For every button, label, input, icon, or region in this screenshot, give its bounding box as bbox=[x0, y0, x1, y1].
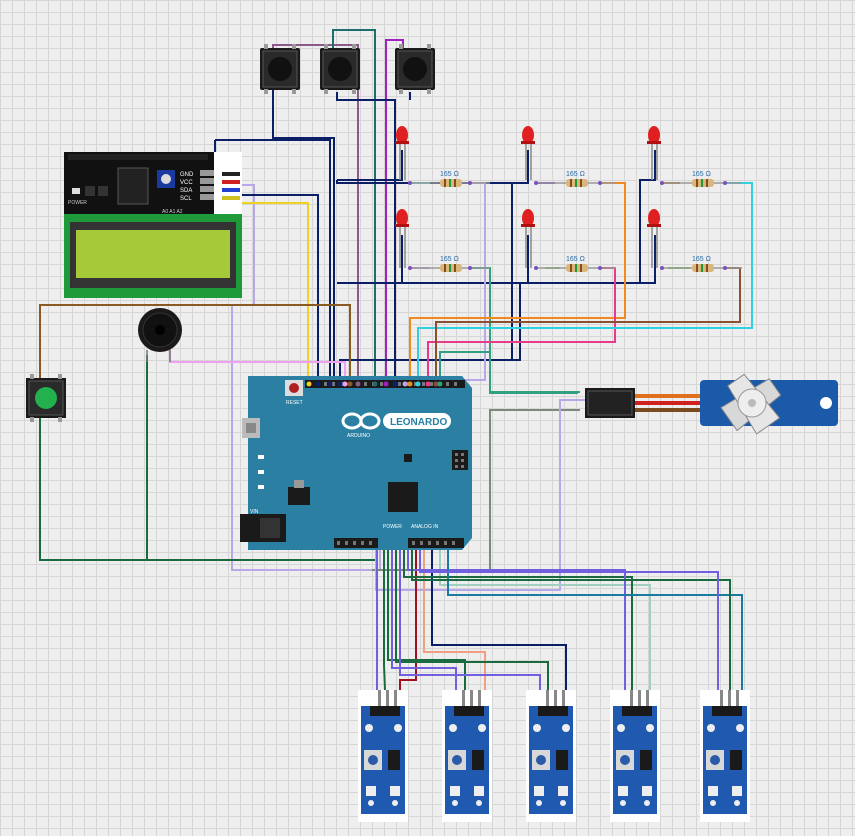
resistor-1[interactable]: 165 Ω bbox=[410, 171, 490, 187]
wire-s3-navy bbox=[431, 548, 567, 700]
resistor-value: 165 Ω bbox=[440, 256, 459, 263]
wire-s4-blue bbox=[407, 548, 626, 700]
push-button-1[interactable] bbox=[260, 44, 300, 94]
resistor-value: 165 Ω bbox=[692, 171, 711, 178]
sensor-module-5[interactable] bbox=[700, 690, 750, 822]
led-5[interactable] bbox=[521, 209, 535, 268]
brand-name: LEONARDO bbox=[390, 417, 447, 428]
lcd-module[interactable]: POWER A0 A1 A2 GND VCC SDA SCL bbox=[64, 152, 242, 298]
sensor-modules bbox=[358, 690, 750, 822]
pin-gnd: GND bbox=[180, 172, 194, 178]
led-1[interactable] bbox=[395, 126, 409, 180]
wire-led-gnd-to-board bbox=[339, 283, 521, 385]
push-button-2[interactable] bbox=[320, 44, 360, 94]
led-2[interactable] bbox=[521, 126, 535, 180]
leds bbox=[395, 126, 661, 268]
wire-s2-blue bbox=[391, 548, 457, 700]
wire-r5-cyan bbox=[417, 182, 753, 385]
vin-label: VIN bbox=[250, 509, 259, 515]
wire-r6-brown bbox=[435, 267, 741, 385]
resistor-value: 165 Ω bbox=[692, 256, 711, 263]
wire-led-gnd-r2 bbox=[511, 183, 520, 361]
sensor-module-4[interactable] bbox=[610, 690, 660, 822]
reset-label: RESET bbox=[286, 400, 303, 406]
wire-lcd-scl bbox=[215, 202, 309, 385]
power-label: POWER bbox=[68, 200, 87, 206]
wire-lcd-sda bbox=[215, 194, 319, 385]
sensor-module-2[interactable] bbox=[442, 690, 492, 822]
resistors: 165 Ω 165 Ω 165 Ω 165 Ω 165 Ω bbox=[408, 171, 742, 272]
wire-s1-green bbox=[383, 548, 386, 691]
arduino-logo: ARDUINO bbox=[341, 412, 381, 439]
push-button-green[interactable] bbox=[26, 374, 66, 422]
wire-s4-green bbox=[403, 548, 633, 700]
wire-r3-orange bbox=[409, 182, 626, 385]
wire-led-gnd-c3 bbox=[639, 150, 656, 283]
wire-button-navy-b bbox=[336, 92, 396, 385]
wire-button-brown bbox=[39, 304, 351, 385]
wire-lcd-gnd-b bbox=[215, 139, 331, 385]
lcd-screen bbox=[76, 230, 230, 278]
resistor-4[interactable]: 165 Ω bbox=[410, 256, 490, 272]
push-button-3[interactable] bbox=[395, 44, 435, 94]
power-header-label: POWER bbox=[383, 524, 402, 530]
wire-r2-teal bbox=[470, 267, 580, 393]
resistor-value: 165 Ω bbox=[440, 171, 459, 178]
icsp-header bbox=[452, 450, 468, 470]
led-6[interactable] bbox=[647, 209, 661, 268]
wire-led-gnd-bottom bbox=[337, 235, 656, 284]
mcu-chip bbox=[388, 482, 418, 512]
resistor-5[interactable]: 165 Ω bbox=[536, 256, 616, 272]
wires bbox=[39, 29, 753, 700]
wire-s3-green bbox=[395, 548, 549, 700]
pin-scl: SCL bbox=[180, 196, 192, 202]
wire-s5-blue bbox=[419, 548, 719, 700]
wire-r4-pink bbox=[427, 267, 616, 385]
arduino-leonardo[interactable]: RESET ARDUINO LEONARDO VIN bbox=[240, 376, 472, 550]
resistor-value: 165 Ω bbox=[566, 171, 585, 178]
servo-motor[interactable] bbox=[585, 372, 838, 435]
resistor-3[interactable]: 165 Ω bbox=[662, 171, 742, 187]
lcd-i2c-pins: GND VCC SDA SCL bbox=[180, 170, 240, 202]
logo-sub: ARDUINO bbox=[347, 433, 370, 439]
wire-led-gnd-bus bbox=[337, 150, 403, 181]
brand-badge bbox=[383, 413, 451, 429]
resistor-6[interactable]: 165 Ω bbox=[662, 256, 742, 272]
wire-servo-teal bbox=[439, 351, 578, 394]
addr-label: A0 A1 A2 bbox=[162, 209, 183, 215]
pin-sda: SDA bbox=[180, 188, 192, 194]
resistor-2[interactable]: 165 Ω bbox=[536, 171, 616, 187]
buzzer[interactable] bbox=[138, 308, 182, 362]
led-3[interactable] bbox=[647, 126, 661, 180]
wire-s4-pale bbox=[439, 548, 651, 700]
wire-s5-green bbox=[411, 548, 731, 700]
wire-button2-teal bbox=[332, 29, 376, 385]
wire-led-gnd-top bbox=[336, 150, 529, 184]
sensor-module-1[interactable] bbox=[358, 690, 408, 822]
wire-s3-blue bbox=[399, 548, 541, 700]
sensor-module-3[interactable] bbox=[526, 690, 576, 822]
servo-horn bbox=[720, 373, 782, 435]
wire-button1-purple bbox=[272, 44, 359, 385]
resistor-value: 165 Ω bbox=[566, 256, 585, 263]
analog-header-label: ANALOG IN bbox=[411, 524, 439, 530]
wire-s2-green bbox=[387, 548, 466, 700]
led-4[interactable] bbox=[395, 209, 409, 268]
pin-vcc: VCC bbox=[180, 180, 193, 186]
wire-button-navy-a bbox=[272, 85, 335, 385]
lcd-header-pins bbox=[68, 154, 208, 160]
